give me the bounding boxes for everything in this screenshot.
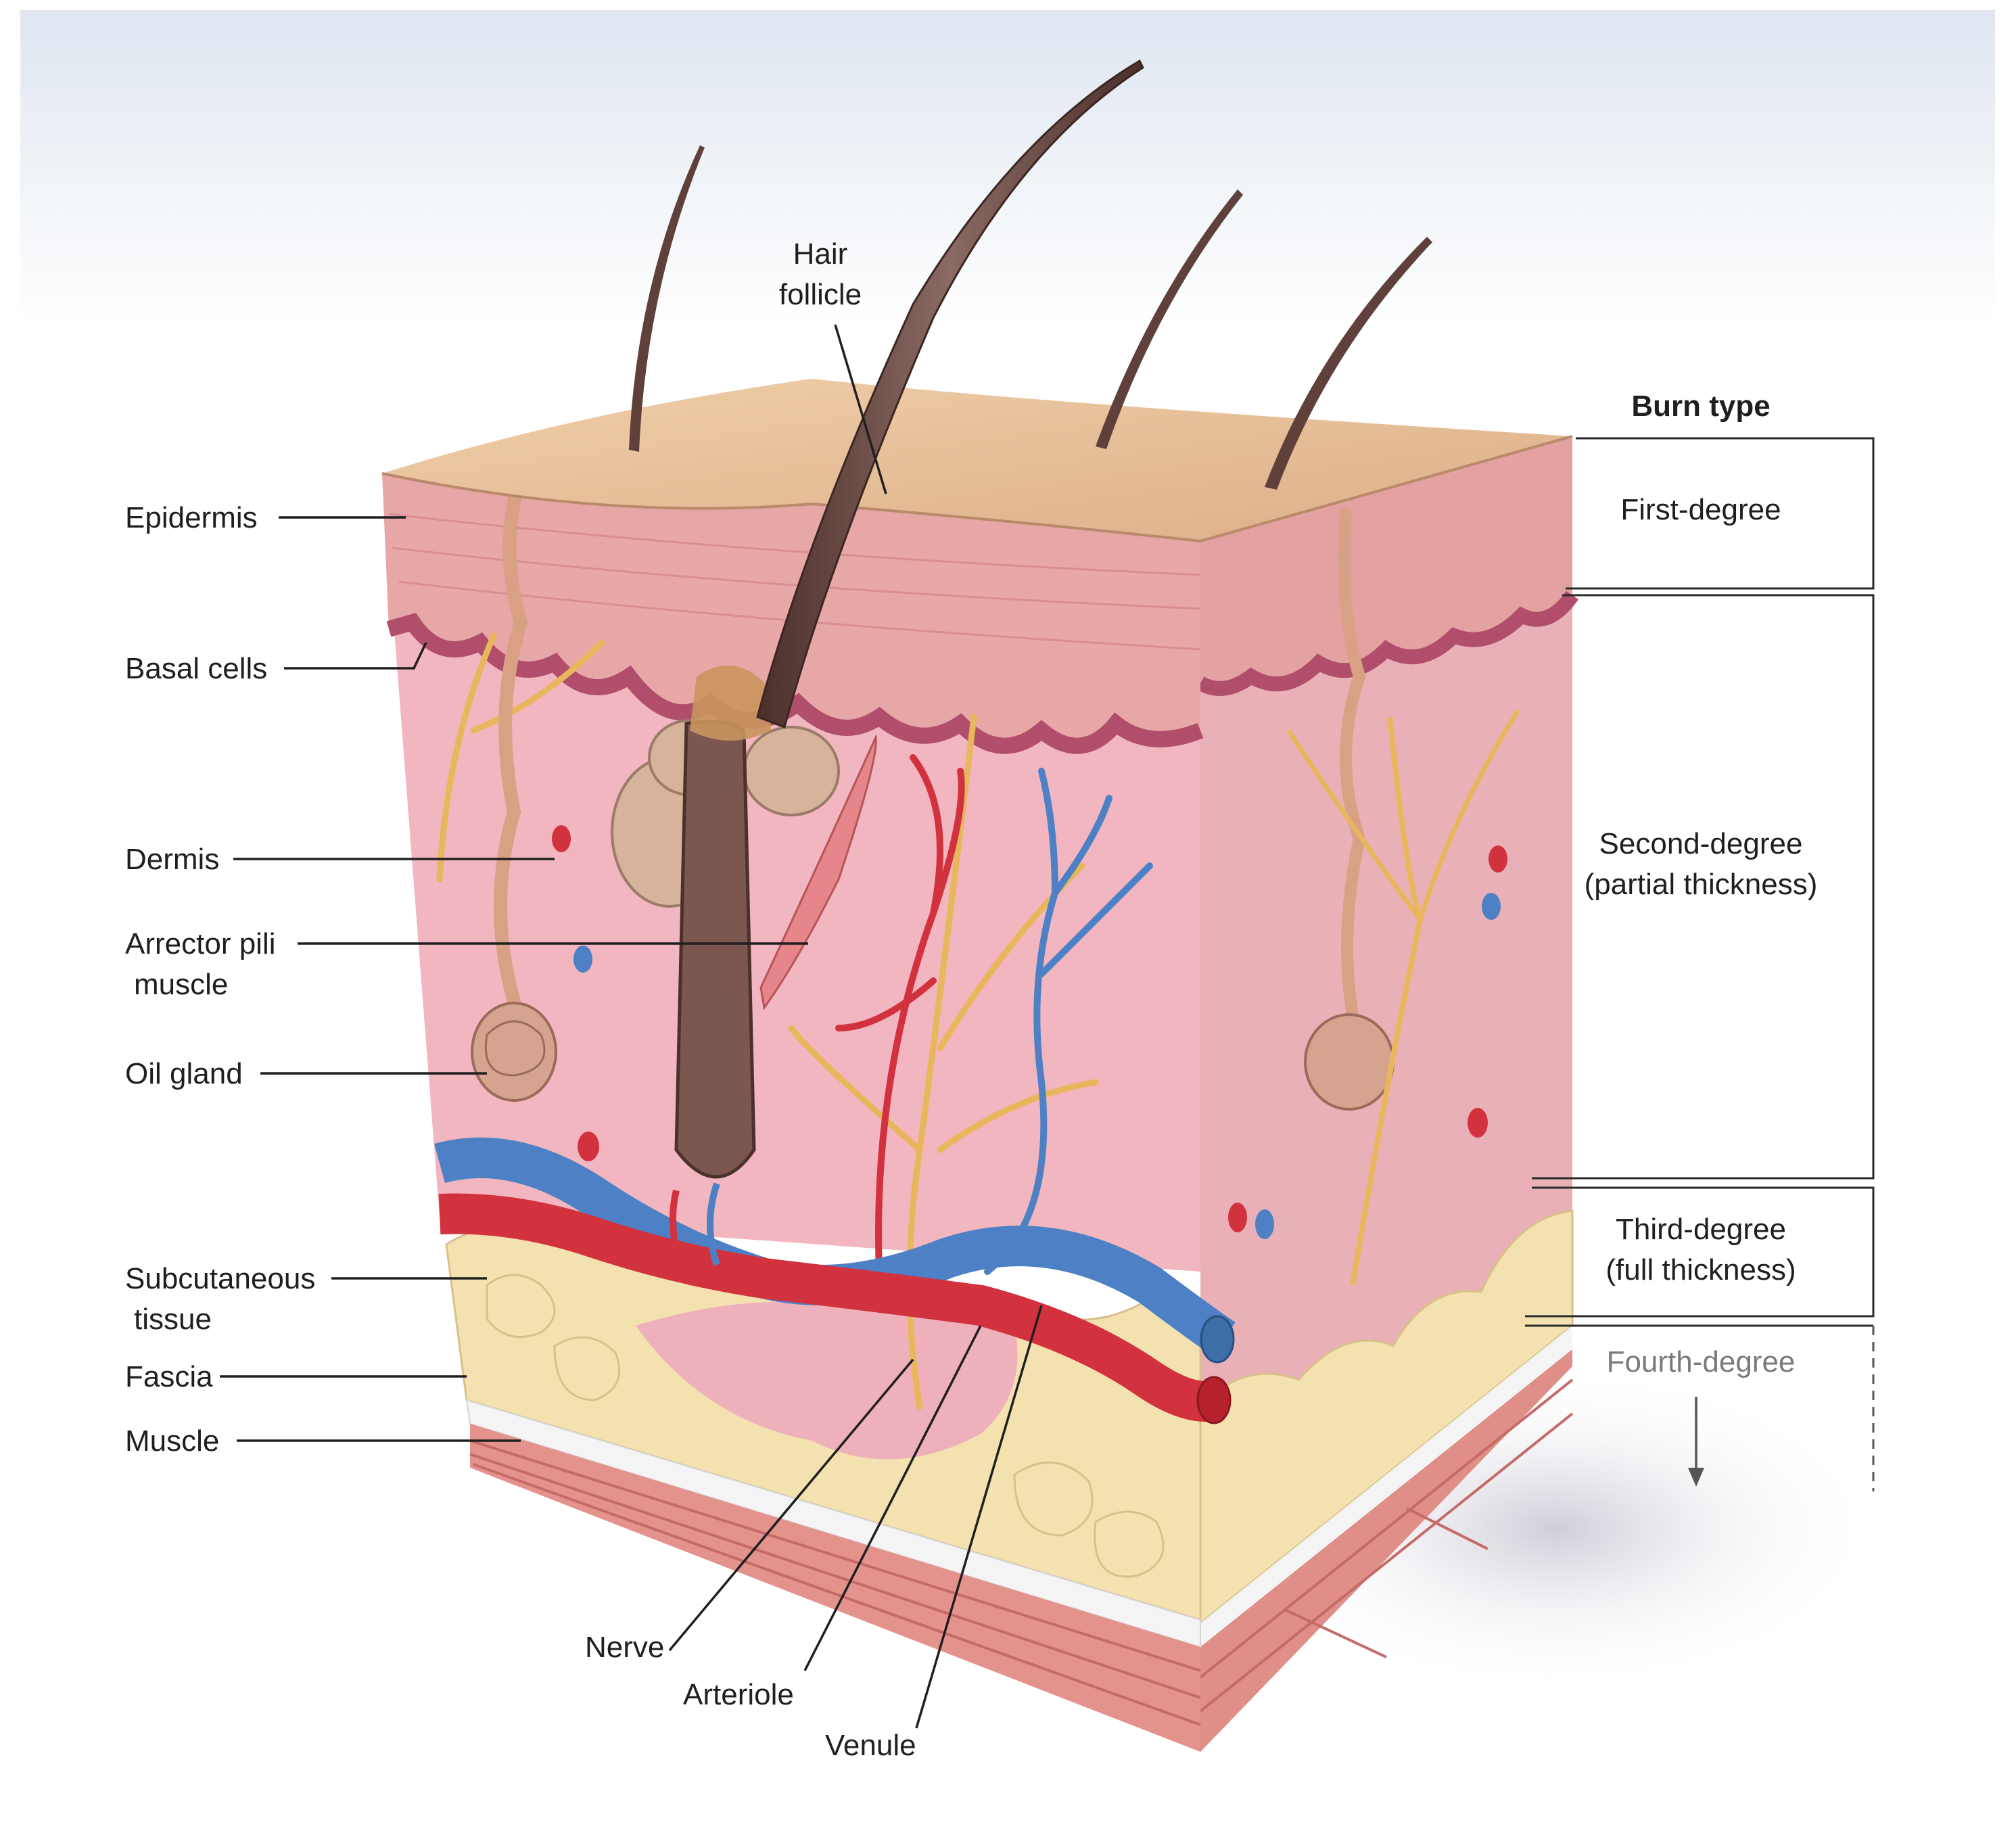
label-hair-follicle-line1: Hair <box>793 237 848 271</box>
sweat-duct <box>494 480 528 1008</box>
epidermis-top-surface <box>382 379 1572 541</box>
venule-branches <box>984 768 1153 1275</box>
burn-fourth-degree: Fourth-degree <box>1607 1345 1796 1378</box>
hairs <box>629 59 1432 728</box>
burn-type-title: Burn type <box>1631 390 1770 423</box>
label-subcutaneous-line2: tissue <box>134 1303 212 1336</box>
hair-shaft-main <box>756 59 1144 728</box>
burn-first-degree: First-degree <box>1620 493 1781 526</box>
label-arrector-pili-line2: muscle <box>134 968 228 1001</box>
burn-second-degree-line2: (partial thickness) <box>1585 868 1818 901</box>
label-arrector-pili-line1: Arrector pili <box>125 927 276 960</box>
label-epidermis: Epidermis <box>125 501 258 534</box>
skin-block <box>381 59 1579 1752</box>
second-degree-bracket <box>1532 594 1875 1180</box>
label-venule: Venule <box>825 1729 916 1762</box>
label-subcutaneous-line1: Subcutaneous <box>125 1262 315 1295</box>
burn-third-degree-line2: (full thickness) <box>1605 1253 1796 1286</box>
label-fascia: Fascia <box>125 1360 213 1393</box>
label-basal-cells: Basal cells <box>125 652 267 685</box>
arrow-down-icon <box>1688 1468 1704 1487</box>
label-muscle: Muscle <box>125 1424 219 1458</box>
label-arteriole: Arteriole <box>683 1678 794 1711</box>
follicle-bulb <box>674 720 756 1179</box>
vessel-section <box>552 825 571 852</box>
vessel-section <box>578 1132 599 1161</box>
leader-lines <box>220 324 1043 1729</box>
label-oil-gland: Oil gland <box>125 1057 243 1090</box>
vessel-section <box>573 946 592 973</box>
label-dermis: Dermis <box>125 843 219 876</box>
background-haze <box>20 10 1995 328</box>
oil-gland-coil <box>471 1002 557 1102</box>
burn-third-degree-line1: Third-degree <box>1616 1213 1786 1246</box>
burn-second-degree-line1: Second-degree <box>1599 827 1803 860</box>
anatomy-labels: Hair follicle Epidermis Basal cells Derm… <box>125 237 916 1762</box>
burn-type-panel: Burn type First-degree Second-degree (pa… <box>1525 390 1875 1491</box>
right-side-face <box>1196 436 1579 1752</box>
label-nerve: Nerve <box>585 1631 664 1664</box>
first-degree-bracket <box>1566 437 1875 590</box>
label-hair-follicle-line2: follicle <box>779 278 862 311</box>
large-artery <box>438 1193 1223 1422</box>
front-face <box>382 473 1236 1752</box>
third-degree-bracket <box>1525 1186 1875 1318</box>
arrector-pili-muscle-shape <box>759 733 877 1011</box>
